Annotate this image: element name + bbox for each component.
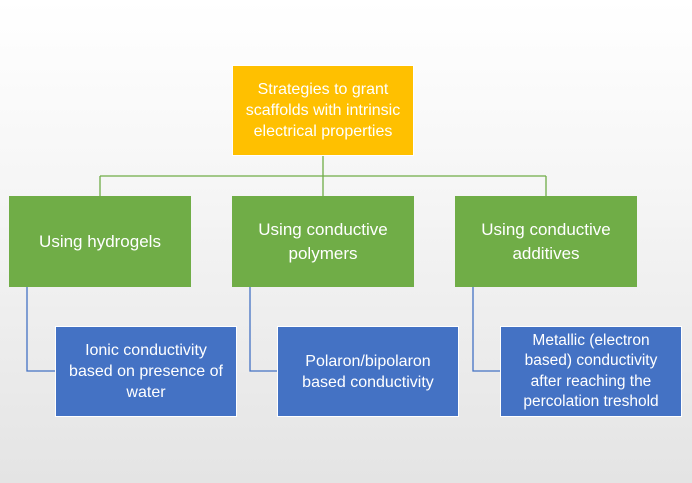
category-box-hydrogels: Using hydrogels <box>9 196 191 287</box>
category-label-conductive-polymers: Using conductive polymers <box>258 219 388 263</box>
connector-elbow-polymers <box>249 287 277 372</box>
category-box-conductive-additives: Using conductive additives <box>455 196 637 287</box>
description-box-ionic-conductivity: Ionic conductivity based on presence of … <box>55 326 237 417</box>
connector-elbow-hydrogels <box>26 287 55 372</box>
root-strategies-label: Strategies to grant scaffolds with intri… <box>245 81 401 140</box>
category-label-conductive-additives: Using conductive additives <box>481 219 611 263</box>
description-label-polaron-conductivity: Polaron/bipolaron based conductivity <box>302 352 434 391</box>
connector-elbow-additives <box>472 287 500 372</box>
description-box-metallic-conductivity: Metallic (electron based) conductivity a… <box>500 326 682 417</box>
description-label-ionic-conductivity: Ionic conductivity based on presence of … <box>69 342 223 401</box>
description-label-metallic-conductivity: Metallic (electron based) conductivity a… <box>523 331 659 411</box>
root-strategies-box: Strategies to grant scaffolds with intri… <box>232 65 414 156</box>
description-box-polaron-conductivity: Polaron/bipolaron based conductivity <box>277 326 459 417</box>
category-box-conductive-polymers: Using conductive polymers <box>232 196 414 287</box>
category-label-hydrogels: Using hydrogels <box>39 231 161 251</box>
